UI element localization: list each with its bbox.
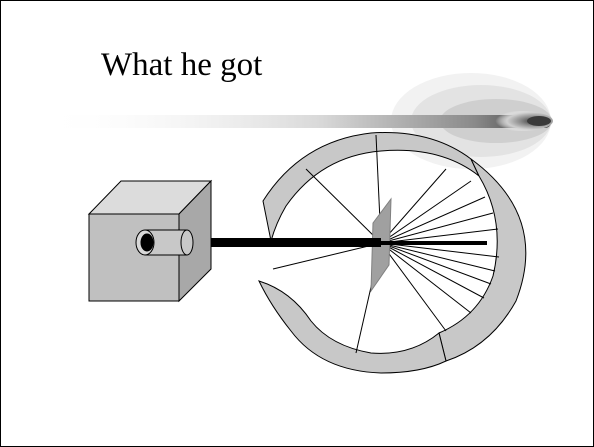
slide-title: What he got xyxy=(101,47,263,83)
title-streak xyxy=(41,73,553,169)
alpha-beam xyxy=(181,238,487,247)
emitter-tube xyxy=(135,229,194,256)
radioactive-source-box xyxy=(87,179,213,303)
detector-screen xyxy=(258,132,527,374)
scatter-lines xyxy=(272,134,500,354)
